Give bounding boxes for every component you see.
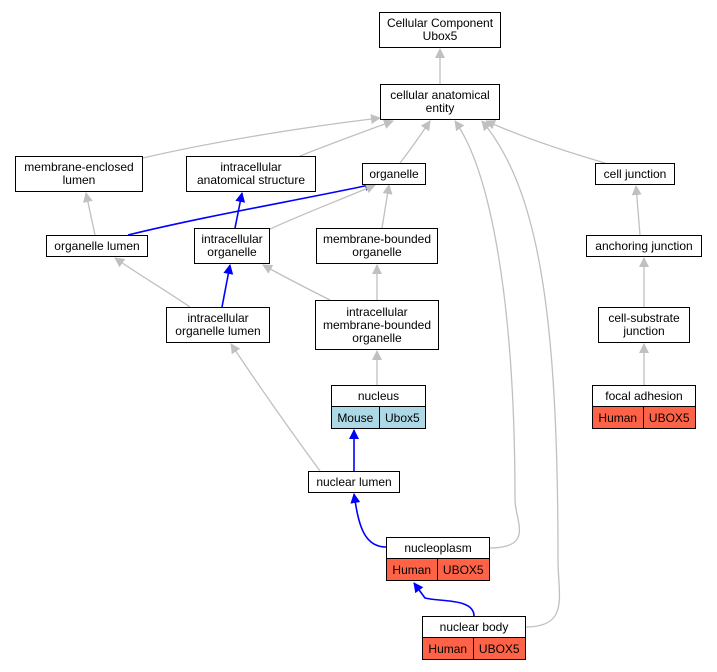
- nucleoplasm-annotation: Human UBOX5: [386, 559, 490, 581]
- node-intracellular-anatomical-structure[interactable]: intracellular anatomical structure: [186, 156, 316, 192]
- edge-intracellular-organelle-lumen-to-intracellular-organelle: [221, 264, 234, 308]
- node-intracellular-membrane-bounded-organelle[interactable]: intracellular membrane-bounded organelle: [315, 300, 439, 350]
- node-cell-substrate-junction[interactable]: cell-substrate junction: [598, 307, 690, 343]
- nuclear-body-annotation: Human UBOX5: [422, 638, 526, 660]
- edge-intracellular-membrane-bounded-organelle-to-intracellular-organelle: [262, 264, 331, 301]
- edge-nucleoplasm-to-cellular-anatomical-entity: [454, 120, 521, 549]
- node-cell-junction[interactable]: cell junction: [595, 163, 675, 185]
- node-cellular-component-ubox5[interactable]: Cellular Component Ubox5: [379, 12, 501, 48]
- edge-intracellular-anatomical-structure-to-cellular-anatomical-entity: [299, 119, 394, 157]
- edge-membrane-bounded-organelle-to-organelle: [381, 184, 393, 229]
- species-label: Human: [428, 641, 468, 656]
- edge-organelle-lumen-to-organelle: [127, 181, 375, 236]
- edge-organelle-to-cellular-anatomical-entity: [399, 120, 431, 164]
- focal-adhesion-annotation: Human UBOX5: [592, 407, 696, 429]
- edge-nuclear-lumen-to-intracellular-organelle-lumen: [230, 343, 321, 472]
- node-nuclear-lumen[interactable]: nuclear lumen: [308, 471, 400, 493]
- node-focal-adhesion[interactable]: focal adhesion: [592, 385, 696, 407]
- gene-label[interactable]: Ubox5: [378, 407, 425, 428]
- node-cellular-anatomical-entity[interactable]: cellular anatomical entity: [380, 84, 500, 120]
- edge-nucleoplasm-to-nuclear-lumen: [350, 493, 387, 548]
- node-anchoring-junction[interactable]: anchoring junction: [586, 235, 702, 257]
- edge-nuclear-body-to-nucleoplasm: [413, 582, 475, 617]
- node-organelle-lumen[interactable]: organelle lumen: [46, 235, 148, 257]
- species-label: Mouse: [337, 410, 374, 425]
- nucleus-annotation: Mouse Ubox5: [331, 407, 426, 429]
- species-label: Human: [598, 410, 638, 425]
- node-intracellular-organelle[interactable]: intracellular organelle: [194, 228, 270, 264]
- node-intracellular-organelle-lumen[interactable]: intracellular organelle lumen: [166, 307, 270, 343]
- edge-intracellular-organelle-to-organelle: [267, 183, 376, 231]
- edge-nuclear-body-to-cellular-anatomical-entity: [481, 120, 561, 628]
- node-nucleus[interactable]: nucleus: [331, 385, 426, 407]
- edge-cell-junction-to-cellular-anatomical-entity: [485, 120, 606, 164]
- edge-organelle-lumen-to-membrane-enclosed-lumen: [82, 192, 96, 236]
- edge-anchoring-junction-to-cell-junction: [631, 185, 642, 236]
- gene-label[interactable]: UBOX5: [472, 638, 526, 659]
- gene-label[interactable]: UBOX5: [642, 407, 696, 428]
- gene-label[interactable]: UBOX5: [436, 559, 490, 580]
- species-label: Human: [392, 562, 432, 577]
- node-membrane-bounded-organelle[interactable]: membrane-bounded organelle: [316, 228, 438, 264]
- edge-intracellular-organelle-to-intracellular-anatomical-structure: [234, 192, 246, 229]
- edge-intracellular-organelle-lumen-to-organelle-lumen: [114, 257, 191, 308]
- edge-membrane-enclosed-lumen-to-cellular-anatomical-entity: [142, 114, 381, 159]
- node-organelle[interactable]: organelle: [362, 163, 426, 185]
- node-membrane-enclosed-lumen[interactable]: membrane-enclosed lumen: [15, 156, 143, 192]
- node-nucleoplasm[interactable]: nucleoplasm: [386, 537, 490, 559]
- node-nuclear-body[interactable]: nuclear body: [422, 616, 526, 638]
